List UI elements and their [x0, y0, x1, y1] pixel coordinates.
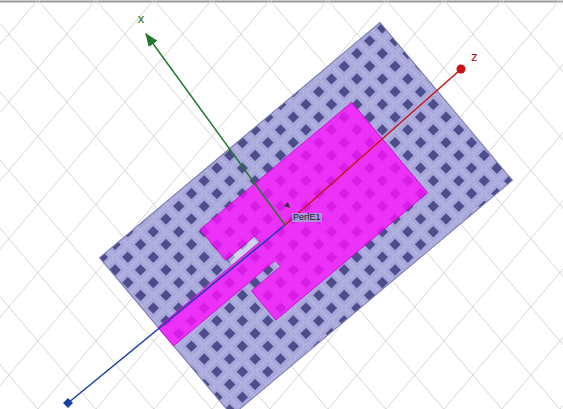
grid-line — [0, 0, 96, 409]
antenna — [100, 22, 513, 409]
axis-end — [63, 398, 73, 408]
grid-line — [0, 0, 154, 409]
x-axis — [146, 34, 285, 225]
grid-line — [502, 0, 563, 409]
axis-label: z — [471, 50, 478, 63]
grid-line — [560, 0, 563, 409]
patch-and-feed — [127, 102, 427, 381]
axis-label: x — [138, 12, 145, 25]
grid-line — [0, 0, 96, 409]
boundary-icon — [284, 202, 290, 208]
grid-line — [0, 0, 154, 409]
z-axis — [285, 70, 460, 225]
boundary-label: PerfE1 — [292, 213, 322, 222]
grid-line — [502, 0, 563, 409]
frame-line — [0, 1, 563, 3]
y-axis — [68, 225, 285, 403]
axis-end — [457, 65, 466, 74]
grid-line — [560, 0, 563, 409]
substrate — [100, 22, 513, 409]
